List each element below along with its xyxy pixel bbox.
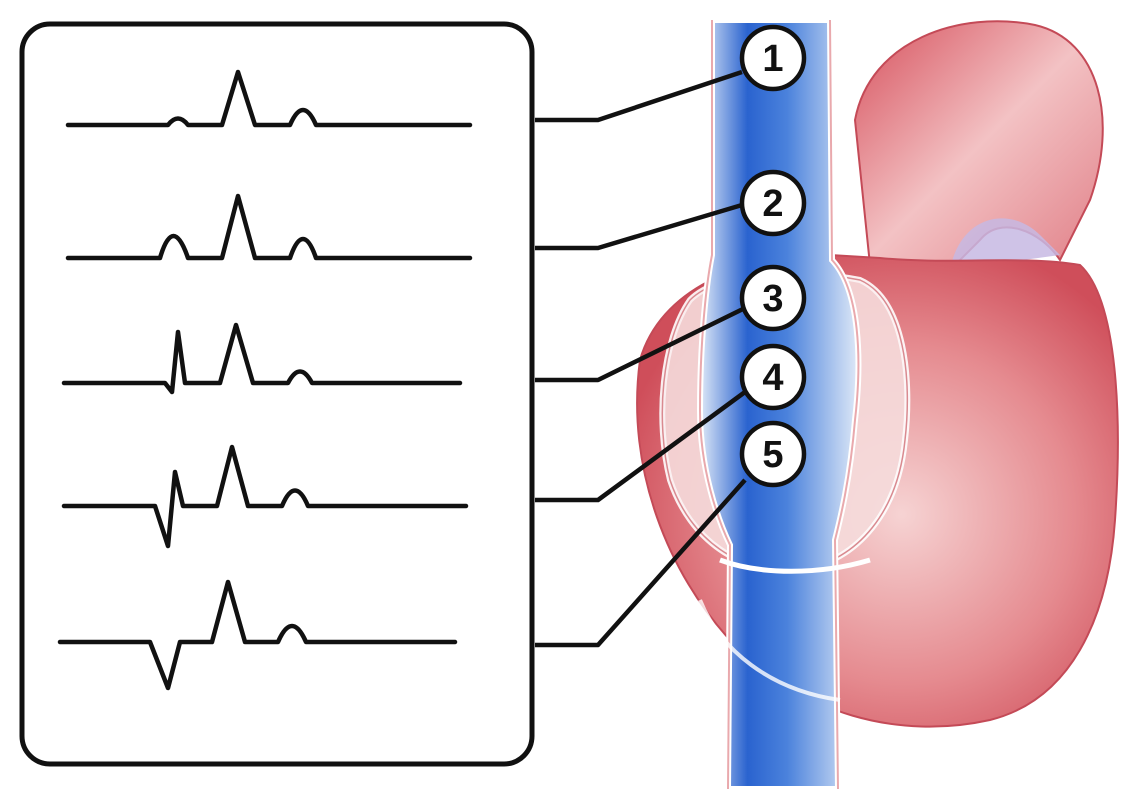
marker-2-label: 2 [762,183,783,225]
heart-illustration [637,20,1118,789]
ecg-panel [22,24,532,764]
marker-3: 3 [742,267,804,329]
marker-4-label: 4 [762,357,783,399]
marker-2: 2 [742,172,804,234]
marker-1: 1 [742,27,804,89]
marker-4: 4 [742,346,804,408]
marker-5-label: 5 [762,434,783,476]
marker-3-label: 3 [762,278,783,320]
marker-5: 5 [742,423,804,485]
marker-1-label: 1 [762,38,783,80]
